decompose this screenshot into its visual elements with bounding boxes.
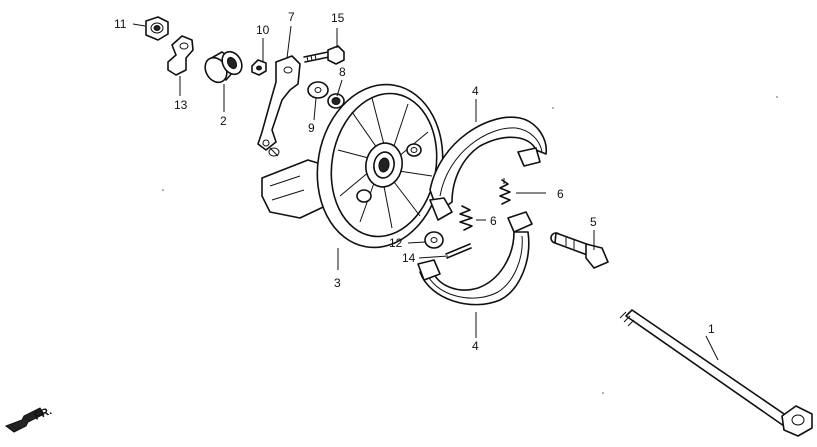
callout-12: 12 [389, 236, 403, 250]
callout-10: 10 [256, 23, 270, 37]
callout-labels: 11 13 2 10 7 15 8 9 3 4 6 6 5 12 14 4 1 [114, 10, 715, 353]
part-14-pin [445, 243, 472, 259]
callout-14: 14 [402, 251, 416, 265]
part-6-upper-spring [499, 178, 511, 205]
part-11-nut [145, 16, 169, 41]
leader-lines [132, 23, 719, 361]
callout-8: 8 [339, 65, 346, 79]
callout-15: 15 [331, 11, 345, 25]
part-6-lower-spring [459, 205, 473, 231]
callout-1: 1 [708, 322, 715, 336]
callout-4-lower: 4 [472, 339, 479, 353]
part-12-washer [424, 231, 444, 249]
callout-7: 7 [288, 10, 295, 24]
part-4-upper-brake-shoe [429, 116, 547, 221]
part-15-bolt [303, 45, 345, 65]
part-4-lower-brake-shoe [417, 211, 533, 306]
part-9-washer [307, 81, 329, 99]
direction-label: FR. [33, 405, 54, 423]
callout-6-lower: 6 [490, 214, 497, 228]
part-13-bracket [167, 35, 194, 76]
callout-9: 9 [308, 121, 315, 135]
callout-3: 3 [334, 276, 341, 290]
callout-2: 2 [220, 114, 227, 128]
callout-4-upper: 4 [472, 84, 479, 98]
part-7-brake-arm [257, 55, 301, 157]
part-2-collar [204, 50, 243, 84]
front-direction-arrow: FR. [4, 405, 54, 433]
part-5-brake-cam [550, 232, 609, 269]
callout-5: 5 [590, 215, 597, 229]
part-10-nut [251, 59, 267, 76]
callout-13: 13 [174, 98, 188, 112]
part-8-seal [327, 93, 345, 109]
callout-11: 11 [114, 17, 127, 31]
part-3-brake-panel [261, 83, 444, 249]
callout-6-upper: 6 [557, 187, 564, 201]
scan-specks [162, 96, 778, 394]
part-1-axle-bolt [619, 309, 813, 437]
